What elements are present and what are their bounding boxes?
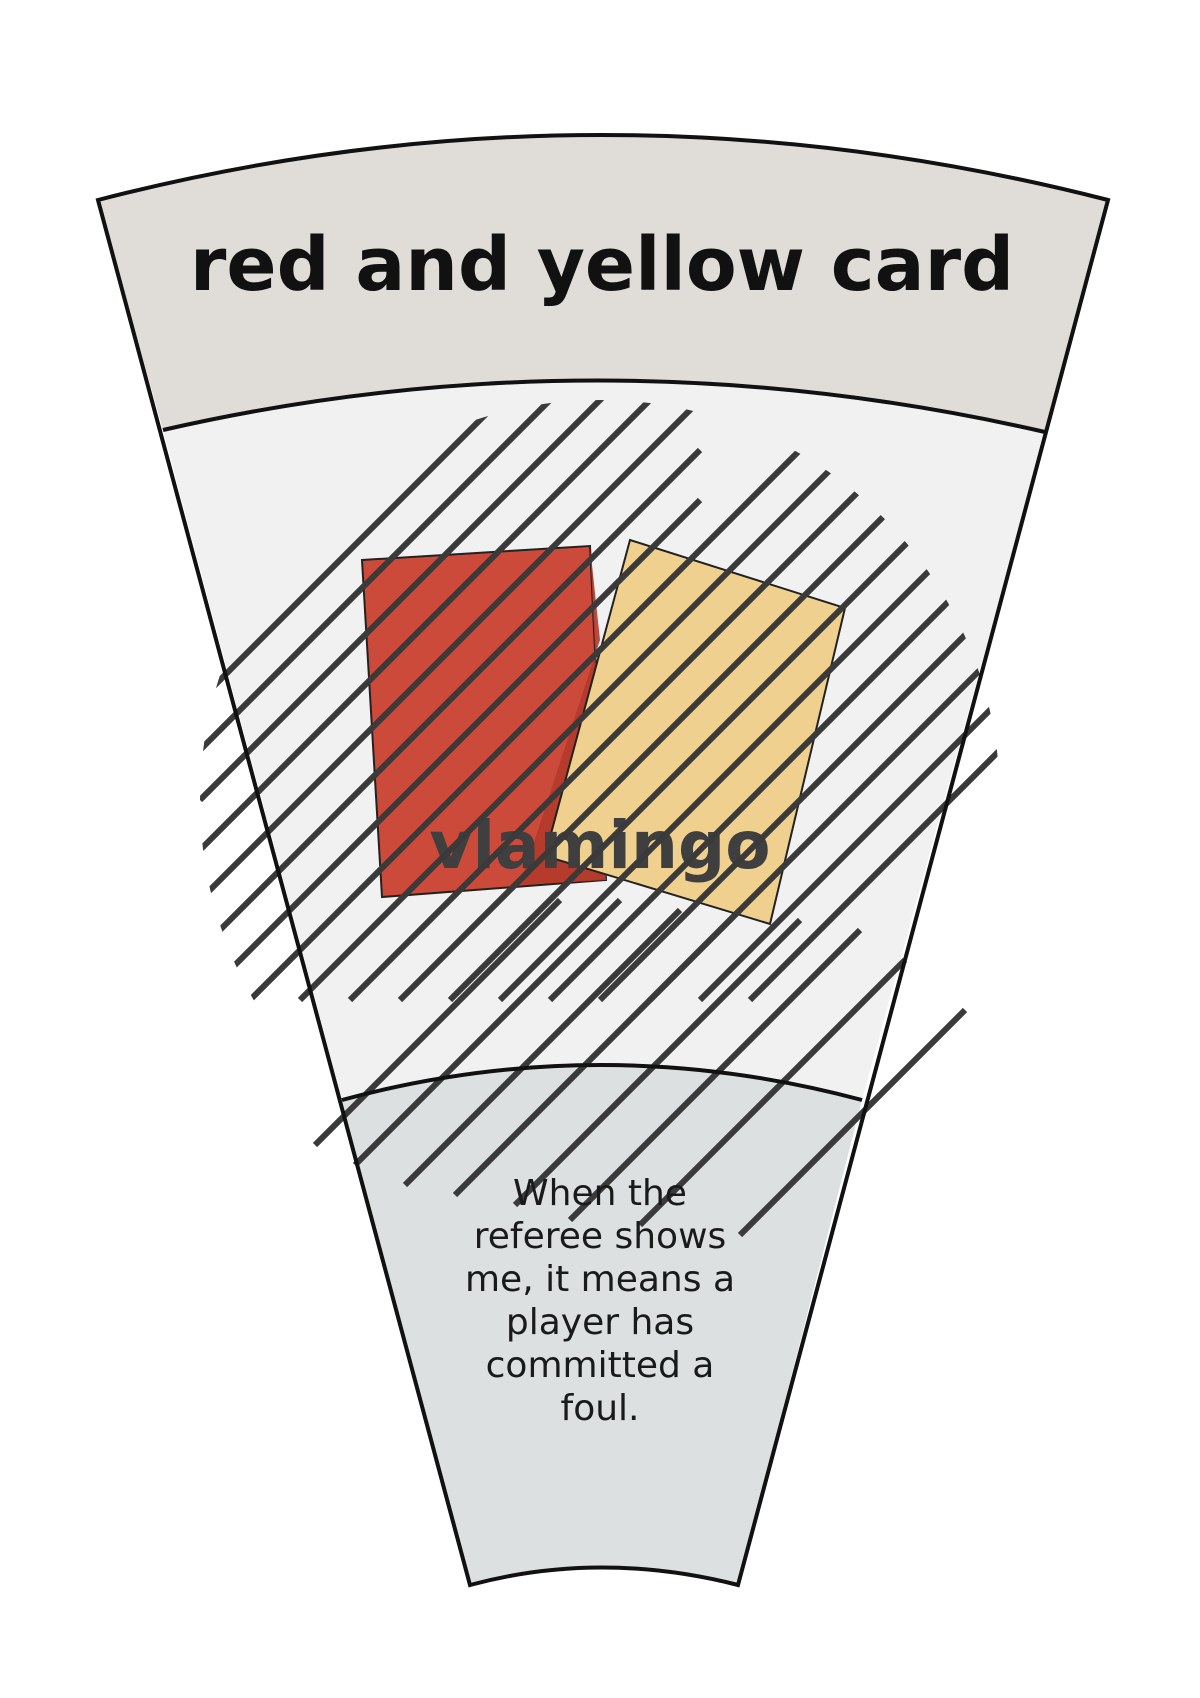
description-line: When the — [513, 1173, 687, 1214]
description-line: me, it means a — [465, 1259, 735, 1300]
text-area — [342, 1065, 862, 1585]
vlamingo-logo: vlamingo — [429, 807, 770, 884]
hatch-overlay-lower — [312, 897, 968, 1238]
description-line: committed a — [486, 1345, 715, 1386]
description-line: player has — [506, 1302, 694, 1343]
description-line: foul. — [561, 1388, 640, 1429]
card-title: red and yellow card — [190, 222, 1014, 308]
title-divider — [162, 378, 1046, 434]
cone-outline — [95, 133, 1111, 1588]
description-line: referee shows — [474, 1216, 727, 1257]
text-divider — [341, 1063, 863, 1102]
title-band — [98, 135, 1108, 432]
